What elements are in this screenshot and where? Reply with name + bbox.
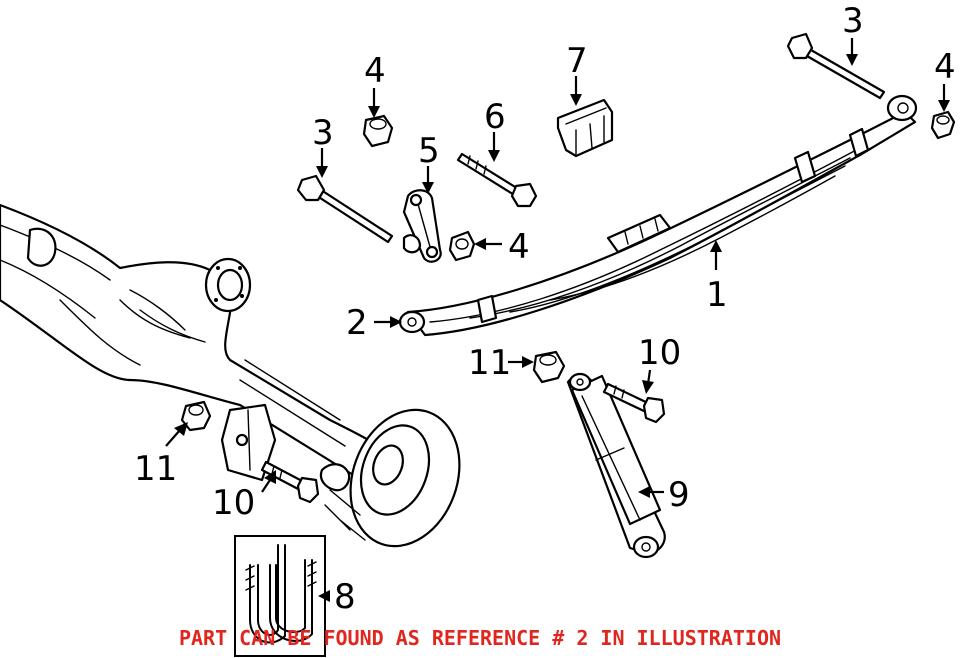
brake-backing-plate — [319, 408, 461, 548]
callout-3-right: 3 — [842, 1, 864, 41]
callout-4-top: 4 — [364, 51, 386, 91]
u-bolts-box — [234, 535, 326, 657]
callout-5: 5 — [418, 131, 440, 171]
callout-labels: 1 2 3 3 4 4 4 5 6 7 8 9 10 10 11 11 — [134, 1, 956, 617]
callout-4-right: 4 — [934, 47, 956, 87]
callout-6: 6 — [484, 97, 506, 137]
nut-11-right — [532, 350, 566, 384]
callout-3-left: 3 — [312, 113, 334, 153]
leaf-spring — [398, 94, 918, 337]
nut-11-left — [180, 400, 212, 432]
shackle-bolt-6 — [456, 152, 538, 208]
callout-1: 1 — [706, 275, 728, 315]
spring-eye-bolt-right — [786, 32, 886, 100]
shackle — [402, 189, 442, 263]
callout-10-right: 10 — [638, 333, 681, 373]
callout-11-left: 11 — [134, 449, 177, 489]
callout-4-mid: 4 — [508, 227, 530, 267]
bump-stop — [556, 98, 614, 158]
callout-2: 2 — [346, 303, 368, 343]
leader-arrows — [165, 38, 950, 602]
reference-notice: PART CAN BE FOUND AS REFERENCE # 2 IN IL… — [178, 626, 782, 650]
callout-8: 8 — [334, 577, 356, 617]
nut-4-top — [362, 114, 394, 148]
callout-11-right: 11 — [468, 343, 511, 383]
nut-4-right — [930, 110, 956, 140]
axle-housing — [0, 203, 397, 483]
shock-bolt-lower — [260, 460, 320, 504]
shock-absorber — [566, 372, 666, 559]
callout-10-left: 10 — [212, 483, 255, 523]
shock-bolt-upper — [602, 382, 666, 424]
callout-9: 9 — [668, 475, 690, 515]
shackle-bolt-left — [296, 174, 394, 244]
nut-4-mid — [448, 230, 476, 262]
callout-7: 7 — [566, 41, 588, 81]
